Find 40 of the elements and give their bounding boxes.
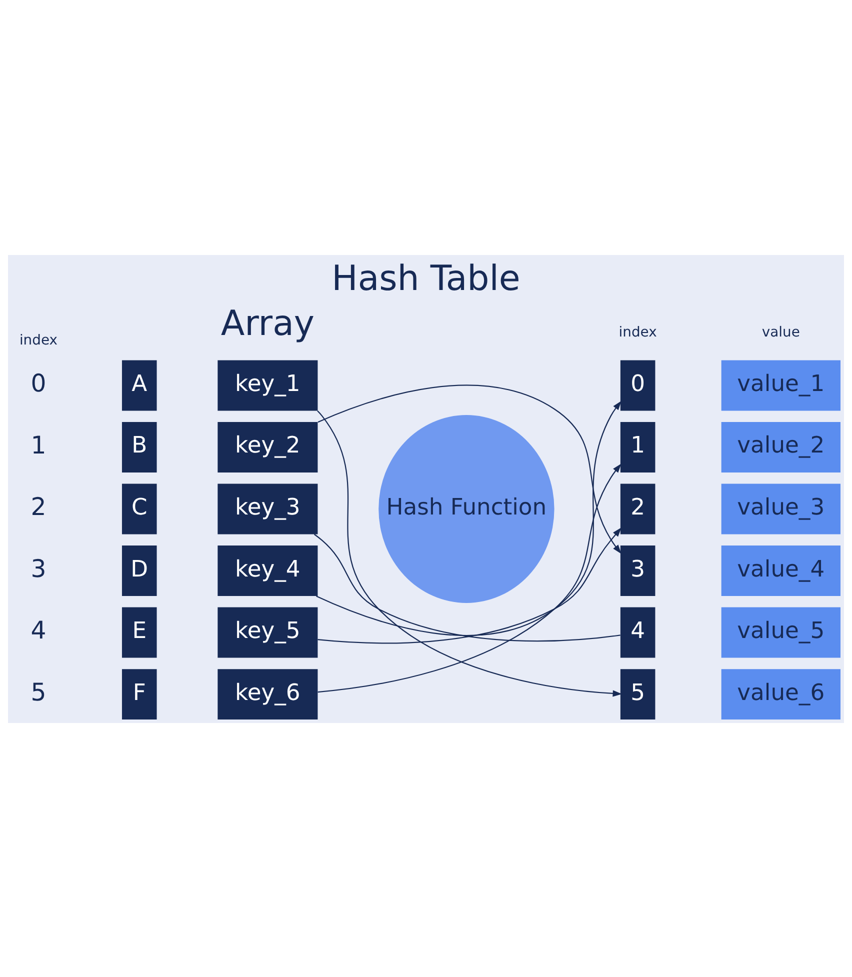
node-box: key_1 (218, 360, 318, 410)
node-box: key_6 (218, 668, 318, 720)
node-label: 5 (30, 676, 46, 706)
arrow (318, 463, 622, 692)
node-label: 1 (30, 430, 46, 459)
node-box: value_2 (721, 422, 840, 472)
node-box: E (122, 606, 157, 658)
arrow (317, 410, 622, 696)
node-box: D (122, 545, 157, 596)
node-box: 5 (620, 668, 656, 720)
label: index (618, 324, 657, 340)
node-box: value_3 (721, 483, 840, 534)
node-box: key_2 (218, 422, 318, 472)
node-box: value_1 (721, 360, 840, 410)
node-box: value_4 (721, 545, 840, 596)
node-label: 0 (30, 368, 46, 397)
node-label: 3 (30, 553, 46, 582)
node-box: 1 (620, 422, 656, 472)
arrow (316, 400, 622, 636)
node-label: 2 (30, 492, 46, 521)
node-box: key_3 (218, 483, 318, 534)
node-box: 2 (620, 483, 656, 534)
node-box: value_6 (721, 668, 840, 720)
node-box: F (122, 668, 157, 720)
node-box: C (122, 483, 157, 534)
label: Array (220, 304, 315, 344)
node-box: A (122, 360, 157, 410)
node-circle: Hash Function (378, 414, 554, 602)
node-box: key_5 (218, 606, 318, 658)
node-box: B (122, 422, 157, 472)
diagram-title: Hash Table (332, 258, 520, 298)
label: index (19, 332, 58, 348)
label: value (762, 324, 800, 340)
node-box: value_5 (721, 606, 840, 658)
node-box: 3 (620, 545, 656, 596)
node-box: key_4 (218, 545, 318, 596)
node-box: 4 (620, 606, 656, 658)
node-label: 4 (30, 615, 46, 644)
node-box: 0 (620, 360, 656, 410)
arrow (318, 384, 622, 554)
